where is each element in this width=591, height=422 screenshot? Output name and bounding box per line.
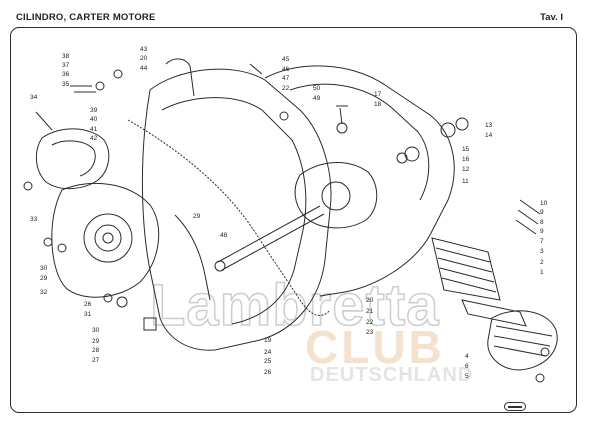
callout-number: 5 xyxy=(465,373,469,380)
callout-number: 18 xyxy=(374,101,382,108)
watermark: Lambretta CLUB DEUTSCHLAND xyxy=(149,272,473,386)
callout-number: 22 xyxy=(282,85,290,92)
logo-icon xyxy=(504,402,526,411)
callout-number: 35 xyxy=(62,81,70,88)
callout-number: 30 xyxy=(92,327,100,334)
callout-number: 17 xyxy=(374,91,382,98)
callout-number: 1 xyxy=(540,269,544,276)
callout-number: 21 xyxy=(366,308,374,315)
callout-number: 45 xyxy=(282,56,290,63)
callout-number: 36 xyxy=(62,71,70,78)
callout-number: 20 xyxy=(366,297,374,304)
callout-number: 38 xyxy=(62,53,70,60)
callout-number: 26 xyxy=(264,369,272,376)
callout-number: 47 xyxy=(282,75,290,82)
callout-number: 3 xyxy=(540,248,544,255)
watermark-line2: CLUB xyxy=(305,321,445,373)
callout-number: 22 xyxy=(366,319,374,326)
callout-number: 42 xyxy=(90,135,98,142)
callout-number: 14 xyxy=(485,132,493,139)
callout-number: 34 xyxy=(30,94,38,101)
callout-number: 49 xyxy=(313,95,321,102)
callout-number: 25 xyxy=(264,358,272,365)
callout-number: 24 xyxy=(264,349,272,356)
watermark-line1: Lambretta xyxy=(150,273,439,338)
engine-illustration xyxy=(23,58,558,383)
callout-number: 32 xyxy=(40,289,48,296)
callout-number: 9 xyxy=(540,228,544,235)
callout-number: 30 xyxy=(40,265,48,272)
callout-number: 29 xyxy=(40,275,48,282)
callout-number: 39 xyxy=(90,107,98,114)
callout-number: 27 xyxy=(92,357,100,364)
callout-number: 19 xyxy=(264,337,272,344)
callout-number: 41 xyxy=(90,126,98,133)
drawing-frame xyxy=(10,27,577,413)
callout-number: 37 xyxy=(62,62,70,69)
callout-number: 13 xyxy=(485,122,493,129)
callout-number: 48 xyxy=(220,232,228,239)
callout-number: 33 xyxy=(30,216,38,223)
callout-number: 2 xyxy=(540,259,544,266)
callout-number: 6 xyxy=(465,363,469,370)
callout-number: 15 xyxy=(462,146,470,153)
callout-number: 44 xyxy=(140,65,148,72)
callout-number: 28 xyxy=(92,347,100,354)
callout-number: 46 xyxy=(282,66,290,73)
callout-number: 11 xyxy=(462,178,469,185)
page-title: CILINDRO, CARTER MOTORE xyxy=(16,12,156,23)
callout-number: 43 xyxy=(140,46,148,53)
callout-number: 23 xyxy=(366,329,374,336)
callout-number: 29 xyxy=(92,338,100,345)
callout-number: 26 xyxy=(84,301,92,308)
callout-number: 12 xyxy=(462,166,470,173)
callout-number: 20 xyxy=(140,55,148,62)
callout-number: 16 xyxy=(462,156,470,163)
callout-number: 9 xyxy=(540,209,544,216)
callout-number: 40 xyxy=(90,116,98,123)
table-number: Tav. I xyxy=(540,12,563,23)
watermark-line3: DEUTSCHLAND xyxy=(310,364,473,386)
callout-number: 4 xyxy=(465,353,469,360)
callout-number: 8 xyxy=(540,219,544,226)
callout-number: 50 xyxy=(313,85,321,92)
callout-number: 10 xyxy=(540,200,548,207)
callout-number: 31 xyxy=(84,311,92,318)
callout-number: 29 xyxy=(193,213,201,220)
callout-number: 7 xyxy=(540,238,544,245)
